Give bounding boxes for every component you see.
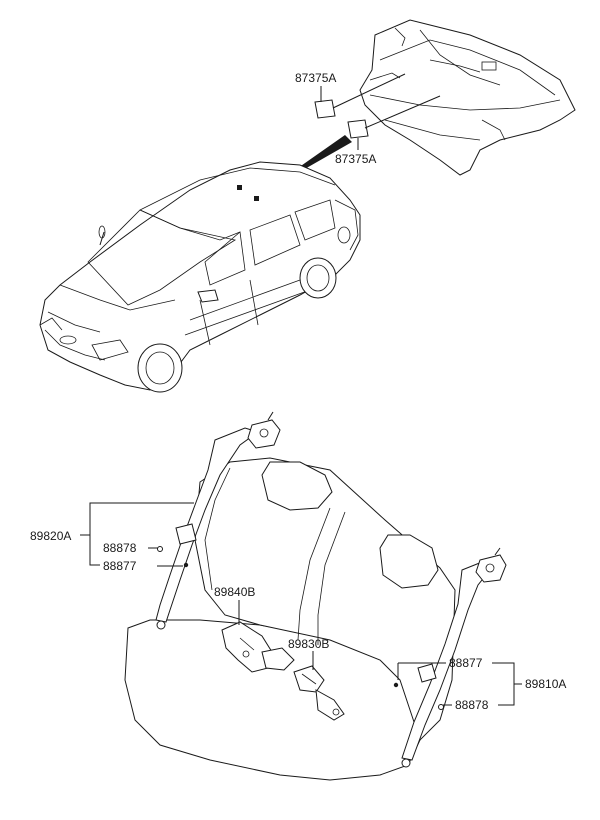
center-buckle-single (221, 621, 295, 673)
label-center-buckle-double: 89830B (288, 637, 329, 651)
right-seat-belt (393, 547, 507, 768)
leader-lines (80, 73, 522, 706)
mat-piece-top (314, 99, 336, 119)
rear-seat (124, 457, 456, 781)
label-left-bolt: 88878 (103, 541, 137, 555)
label-left-washer: 88877 (103, 559, 137, 573)
label-mat-top: 87375A (295, 71, 336, 85)
label-mat-bottom: 87375A (335, 152, 376, 166)
mat-piece-bottom (347, 119, 369, 139)
label-center-buckle-single: 89840B (214, 585, 255, 599)
car-illustration (39, 161, 361, 393)
label-right-bolt: 88878 (455, 698, 489, 712)
label-right-washer: 88877 (449, 656, 483, 670)
label-left-belt: 89820A (30, 529, 71, 543)
left-seat-belt (155, 411, 281, 630)
rear-package-tray (359, 19, 576, 176)
center-buckle-double (293, 665, 345, 721)
label-right-belt: 89810A (525, 677, 566, 691)
